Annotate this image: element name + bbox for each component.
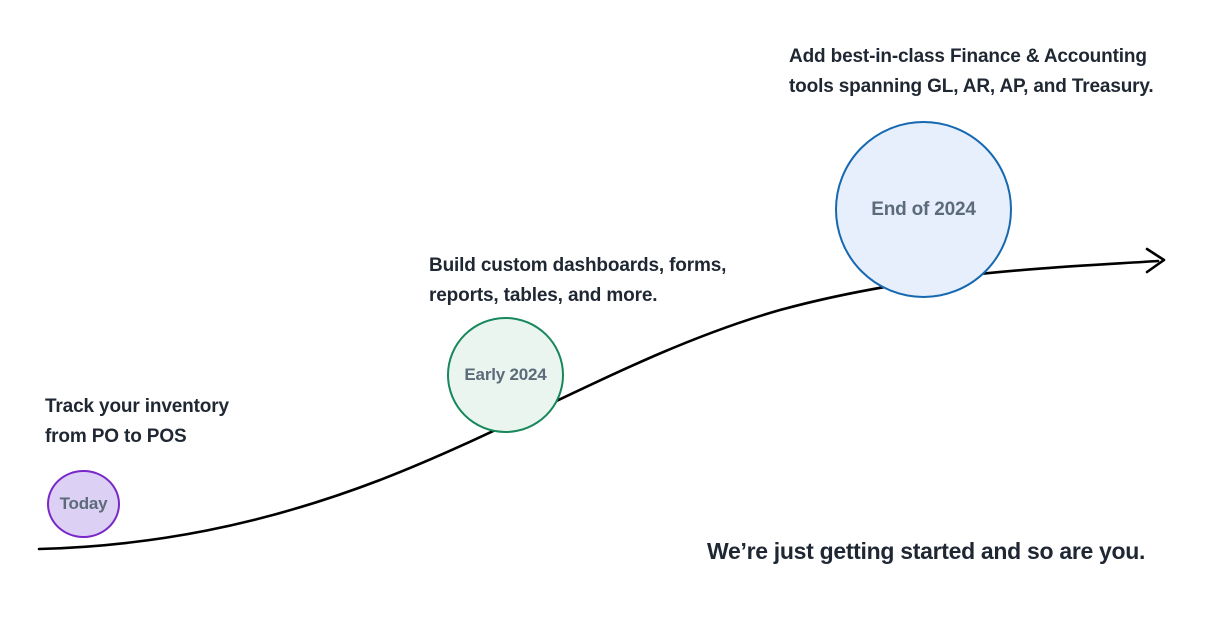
annotation-early-2024: Build custom dashboards, forms, reports,… xyxy=(429,255,727,306)
annotation-today: Track your inventory from PO to POS xyxy=(45,396,229,447)
milestone-circle-today[interactable]: Today xyxy=(47,470,120,538)
annotation-end-2024: Add best-in-class Finance & Accounting t… xyxy=(789,46,1154,97)
tagline-strong: and so are you. xyxy=(980,538,1146,564)
milestone-label-today: Today xyxy=(59,494,108,513)
milestone-circle-end-2024[interactable]: End of 2024 xyxy=(835,121,1012,298)
milestone-circle-early-2024[interactable]: Early 2024 xyxy=(447,317,564,433)
milestone-label-end-2024: End of 2024 xyxy=(871,198,976,220)
milestone-label-early-2024: Early 2024 xyxy=(464,365,547,384)
tagline-regular: We’re just getting started xyxy=(707,538,981,564)
tagline: We’re just getting started and so are yo… xyxy=(707,538,1145,565)
arrowhead-icon xyxy=(1145,247,1166,274)
